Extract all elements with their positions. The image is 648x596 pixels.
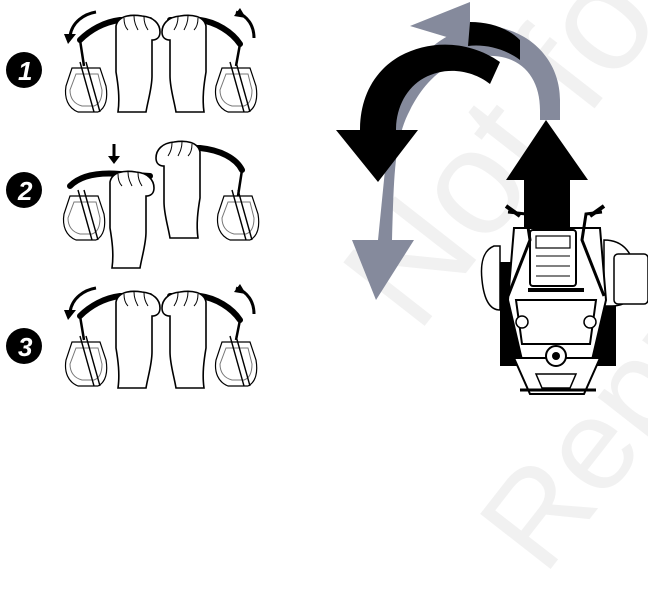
hand-icon (116, 15, 160, 112)
mower-icon (482, 206, 648, 394)
step-badge-2: 2 (6, 172, 42, 208)
step-1: 1 (6, 8, 257, 112)
mower-frame-right (218, 190, 259, 240)
step-number-3: 3 (18, 332, 33, 362)
step-3: 3 (6, 284, 257, 388)
hand-icon (162, 291, 206, 388)
mower-frame-right (216, 336, 257, 386)
step-badge-1: 1 (6, 52, 42, 88)
step-badge-3: 3 (6, 328, 42, 364)
mower-frame-left (66, 336, 107, 386)
arrow-head-icon (64, 34, 76, 44)
hand-icon (110, 171, 154, 268)
mower-frame-right (216, 62, 257, 112)
mower-frame-left (66, 62, 107, 112)
step-2: 2 (6, 141, 259, 268)
hand-icon (116, 291, 160, 388)
diagram-svg: 1 2 (0, 0, 648, 398)
hand-icon (162, 15, 206, 112)
step-number-2: 2 (17, 176, 33, 206)
black-turn-arrow (336, 22, 520, 182)
hand-icon (156, 141, 200, 238)
step-number-1: 1 (18, 56, 32, 86)
mower-frame-left (64, 190, 105, 240)
illustration: Not for Reproduction 1 (0, 0, 648, 398)
